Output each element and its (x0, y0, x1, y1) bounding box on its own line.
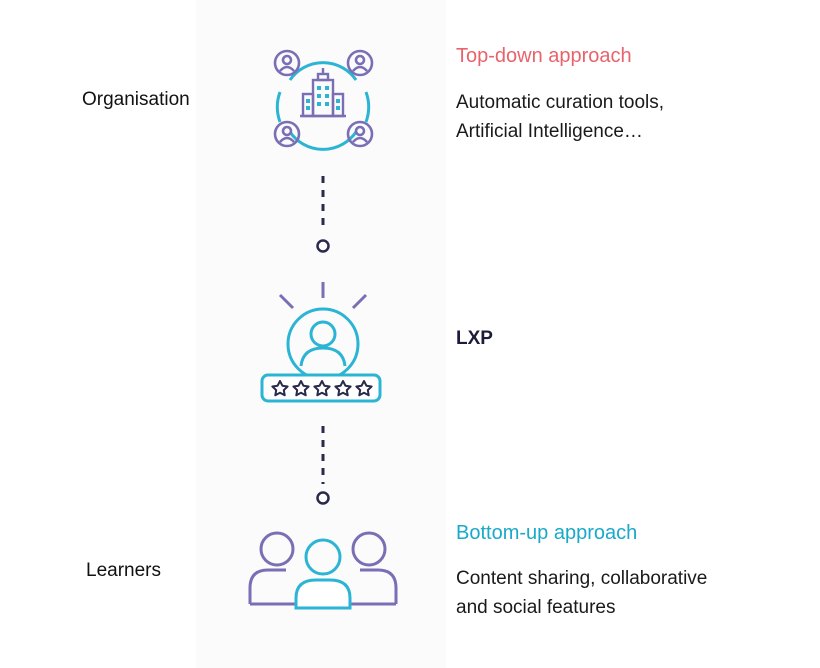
connector-top (316, 176, 330, 253)
building-with-people-icon (273, 49, 374, 151)
top-down-heading: Top-down approach (456, 45, 632, 67)
star-icon (355, 380, 373, 397)
bottom-up-heading: Bottom-up approach (456, 522, 638, 544)
rated-user-icon (260, 282, 382, 403)
center-panel-background (196, 0, 446, 668)
rating-stars (271, 380, 373, 397)
star-icon (271, 380, 289, 397)
star-icon (334, 380, 352, 397)
top-down-line-1: Automatic curation tools, (456, 92, 665, 113)
bottom-up-line-1: Content sharing, collaborative (456, 568, 708, 589)
star-icon (313, 380, 331, 397)
connector-bottom (316, 426, 330, 505)
learners-label: Learners (86, 560, 161, 581)
bottom-up-description: Content sharing, collaborative and socia… (456, 564, 707, 622)
bottom-up-line-2: and social features (456, 597, 616, 618)
organisation-label: Organisation (82, 89, 190, 110)
top-down-description: Automatic curation tools, Artificial Int… (456, 88, 664, 146)
lxp-label: LXP (456, 328, 493, 349)
star-icon (292, 380, 310, 397)
top-down-line-2: Artificial Intelligence… (456, 121, 643, 142)
group-of-people-icon (248, 531, 398, 610)
